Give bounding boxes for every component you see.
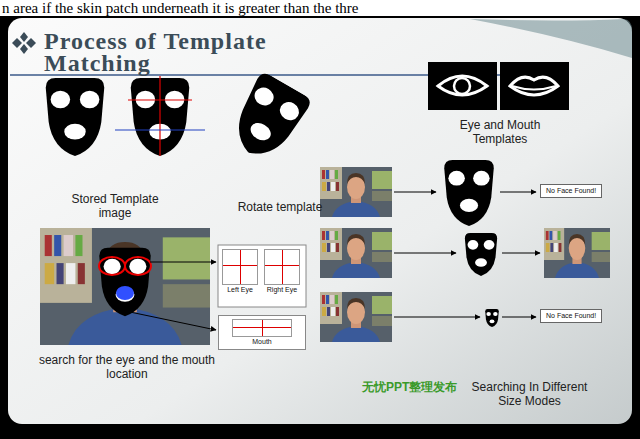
search-window [264, 249, 300, 285]
cross-line [233, 327, 291, 328]
bullet-symbol [12, 32, 36, 54]
cross-line [240, 250, 241, 284]
node-label: Right Eye [267, 286, 297, 294]
caption: Rotate template [225, 200, 335, 214]
title-rule [10, 74, 500, 76]
result-box: No Face Found! [540, 184, 602, 198]
mouth-line [115, 129, 205, 130]
caption: Searching In Different Size Modes [462, 380, 597, 408]
arrow [150, 262, 216, 263]
input-photo [320, 292, 392, 342]
arrow [394, 253, 456, 254]
lips-outline [510, 77, 558, 95]
node-label: No Face Found! [546, 312, 596, 320]
rotated-template [223, 71, 313, 168]
corner-swoosh [470, 19, 632, 58]
search-window [222, 249, 258, 285]
medium-template [465, 233, 497, 276]
search-window [232, 319, 292, 337]
eye-line [128, 99, 192, 100]
large-template [444, 160, 494, 226]
mouth-region-box: Mouth [218, 315, 306, 350]
caption: Eye and Mouth Templates [440, 118, 560, 146]
eye-ring [125, 257, 151, 275]
eye-iris [454, 78, 470, 94]
arrow [502, 317, 536, 318]
lips-line [512, 86, 556, 90]
found-photo [544, 228, 610, 278]
node-label: Left Eye [227, 286, 253, 294]
eye-panel [218, 245, 306, 307]
eye-region-box: Right Eye [264, 249, 300, 294]
caption: search for the eye and the mouth locatio… [38, 353, 216, 381]
node-label: No Face Found! [546, 187, 596, 195]
input-photo [320, 167, 392, 217]
cross-line [265, 265, 299, 266]
arrow [394, 317, 480, 318]
caption: Stored Template image [55, 192, 175, 220]
top-strip [0, 0, 640, 16]
eye-template [428, 62, 497, 110]
slide-ground [8, 18, 632, 424]
mouth-template [500, 62, 569, 110]
center-line [159, 76, 160, 156]
slide-title: Process of Template Matching [44, 30, 324, 74]
input-photo [320, 228, 392, 278]
eye-ring [99, 257, 125, 275]
node-label: Mouth [252, 338, 271, 346]
cross-line [223, 265, 257, 266]
stored-template [46, 78, 105, 156]
result-box: No Face Found! [540, 309, 602, 323]
arrow [500, 192, 536, 193]
arrow [130, 312, 216, 330]
small-template [485, 309, 499, 327]
eye-region-box: Left Eye [222, 249, 258, 294]
mouth-glow [116, 286, 134, 300]
face-photo [40, 228, 210, 345]
eye-outline [438, 76, 487, 95]
cross-line [282, 250, 283, 284]
cut-off-text: n area if the skin patch underneath it i… [2, 0, 359, 16]
watermark: 无忧PPT整理发布 [362, 380, 457, 394]
arrow [394, 192, 436, 193]
arrow [502, 253, 540, 254]
overlay-template [99, 248, 150, 317]
